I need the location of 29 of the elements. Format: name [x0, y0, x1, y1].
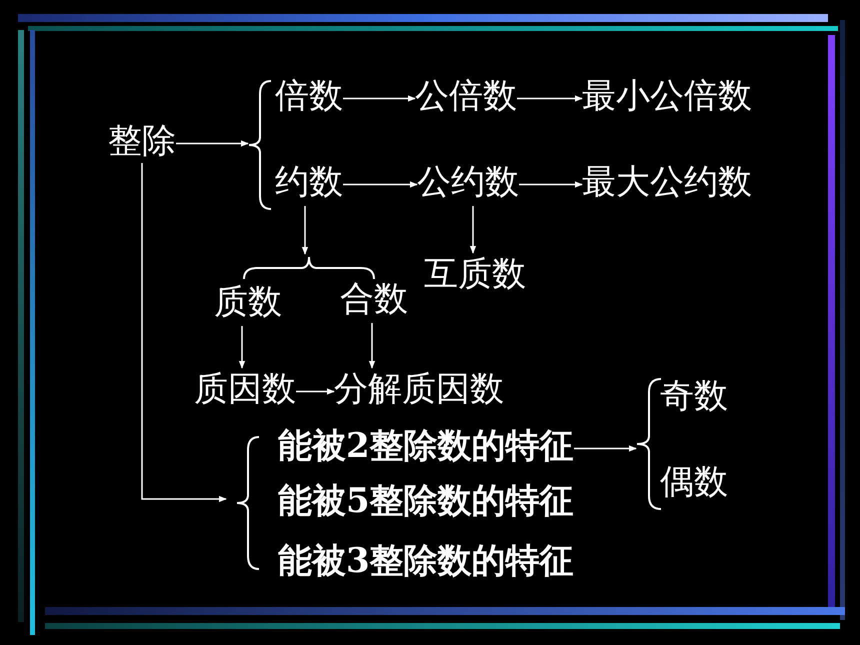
arrow [517, 95, 583, 102]
arrow [302, 206, 308, 255]
arrow [574, 445, 637, 452]
arrow [470, 206, 476, 254]
term-label: 奇数 [660, 377, 728, 416]
arrow [343, 95, 416, 102]
term-label: 能被3整除数的特征 [278, 542, 574, 582]
term-label: 能被5整除数的特征 [278, 482, 574, 522]
term-label: 公倍数 [415, 77, 517, 116]
arrow [141, 163, 227, 502]
term-label: 质因数 [194, 370, 296, 410]
term-label: 质数 [214, 283, 282, 322]
arrow [368, 323, 376, 369]
arrow [519, 181, 583, 188]
term-label: 公约数 [417, 163, 519, 202]
arrow [176, 140, 249, 147]
term-label: 最大公约数 [582, 163, 752, 202]
term-label: 分解质因数 [334, 370, 504, 410]
arrow [238, 326, 246, 369]
term-label: 偶数 [660, 463, 728, 502]
term-label: 能被2整除数的特征 [278, 427, 574, 466]
arrow [343, 181, 418, 188]
arrow [296, 388, 335, 395]
term-label: 最小公倍数 [582, 77, 752, 116]
term-label: 倍数 [275, 77, 343, 116]
term-label: 合数 [340, 280, 408, 320]
term-label: 互质数 [424, 255, 526, 294]
term-label: 整除 [108, 122, 176, 162]
term-label: 约数 [275, 163, 343, 202]
